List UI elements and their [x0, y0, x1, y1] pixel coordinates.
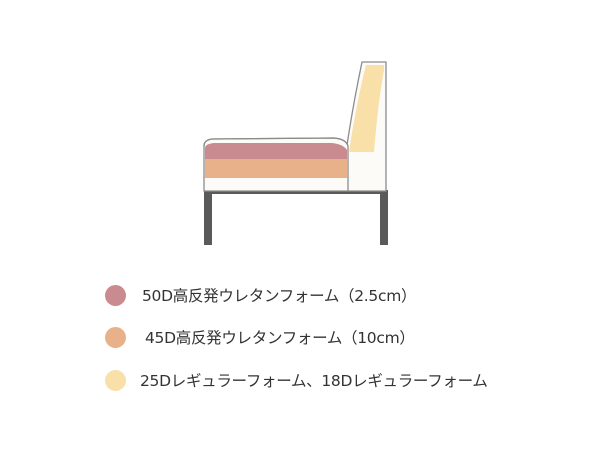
legend-swatch-45d: [105, 326, 126, 348]
legend-swatch-regular: [105, 369, 126, 391]
legend-label-45d: 45D高反発ウレタンフォーム（10cm）: [145, 329, 415, 347]
legend-item-45d: 45D高反発ウレタンフォーム（10cm）: [105, 326, 415, 348]
steel-leg-frame: [204, 190, 388, 245]
backrest-regular-foam: [349, 65, 384, 152]
legend-swatch-50d: [105, 284, 126, 306]
seat-cushion-outline: [203, 137, 349, 147]
seat-50d-foam-layer: [205, 143, 347, 159]
legend-item-regular: 25Dレギュラーフォーム、18Dレギュラーフォーム: [105, 369, 488, 391]
sofa-cross-section-diagram: [203, 61, 388, 245]
legend-item-50d: 50D高反発ウレタンフォーム（2.5cm）: [105, 284, 417, 306]
seat-45d-foam-layer: [205, 157, 347, 178]
legend-label-50d: 50D高反発ウレタンフォーム（2.5cm）: [142, 287, 417, 305]
legend-label-regular: 25Dレギュラーフォーム、18Dレギュラーフォーム: [140, 372, 488, 390]
